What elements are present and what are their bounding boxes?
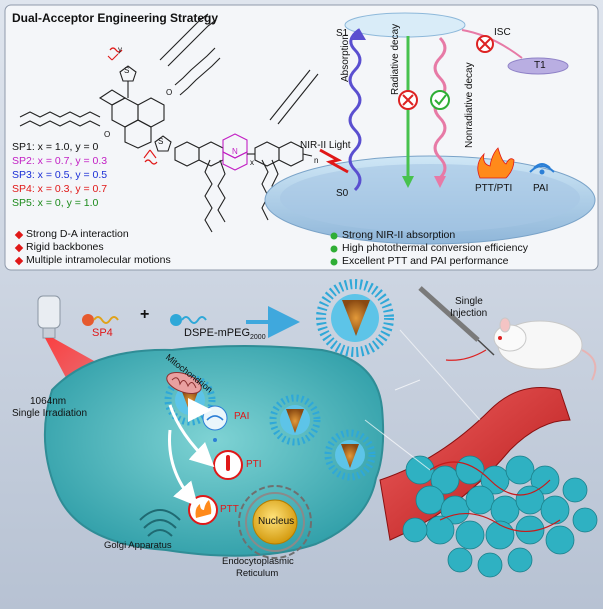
polymer-sp3: SP3: x = 0.5, y = 0.5 bbox=[12, 169, 108, 181]
feature-left-2: Rigid backbones bbox=[26, 241, 104, 253]
ptt-pti-label: PTT/PTI bbox=[475, 183, 513, 194]
injection-label: Injection bbox=[450, 308, 488, 319]
state-s1: S1 bbox=[336, 28, 349, 39]
er-label-1: Endocytoplasmic bbox=[222, 556, 294, 567]
peg-name: DSPE-mPEG bbox=[184, 327, 251, 339]
state-s0: S0 bbox=[336, 188, 349, 199]
ptt-cell-label: PTT bbox=[220, 504, 239, 515]
nanoparticle-large bbox=[316, 279, 394, 357]
polymer-sp1: SP1: x = 1.0, y = 0 bbox=[12, 141, 99, 153]
feature-left-1: Strong D-A interaction bbox=[26, 228, 129, 240]
sp4-label: SP4 bbox=[92, 327, 113, 339]
er-label-2: Reticulum bbox=[236, 568, 279, 579]
nanoparticle-cell-2 bbox=[269, 394, 321, 446]
atom-n: N bbox=[232, 147, 238, 156]
pai-label: PAI bbox=[533, 183, 549, 194]
radiative-label: Radiative decay bbox=[390, 23, 401, 95]
tumor-cluster bbox=[402, 455, 598, 578]
polymer-structure bbox=[19, 13, 319, 233]
peg-subscript: 2000 bbox=[250, 334, 266, 342]
irradiation-wavelength: 1064nm bbox=[30, 396, 67, 407]
state-t1: T1 bbox=[534, 60, 546, 71]
pti-cell-label: PTI bbox=[246, 459, 262, 470]
panel-title: Dual-Acceptor Engineering Strategy bbox=[12, 11, 219, 25]
pai-cell-label: PAI bbox=[234, 411, 250, 422]
atom-o-1: O bbox=[104, 130, 111, 139]
polymer-sp4: SP4: x = 0.3, y = 0.7 bbox=[12, 183, 108, 195]
nir-light-label: NIR-II Light bbox=[300, 140, 351, 151]
irradiation-mode: Single Irradiation bbox=[12, 408, 88, 419]
feature-right-1: Strong NIR-II absorption bbox=[342, 229, 456, 241]
polymer-sp5: SP5: x = 0, y = 1.0 bbox=[12, 197, 99, 209]
atom-s-1: S bbox=[124, 66, 130, 75]
nanoparticle-cell-3 bbox=[324, 429, 376, 481]
feature-right-2: High photothermal conversion efficiency bbox=[342, 242, 528, 254]
atom-s-2: S bbox=[158, 137, 164, 146]
nonradiative-label: Nonradiative decay bbox=[464, 62, 475, 148]
sub-n: n bbox=[314, 156, 319, 165]
absorption-label: Absorption bbox=[340, 34, 351, 82]
peg-label: DSPE-mPEG2000 bbox=[184, 327, 266, 341]
atom-o-2: O bbox=[166, 88, 173, 97]
plus-sign: + bbox=[140, 306, 150, 323]
sub-y: y bbox=[118, 45, 122, 54]
nucleus-label: Nucleus bbox=[258, 516, 295, 527]
isc-label: ISC bbox=[494, 27, 511, 38]
golgi-label: Golgi Apparatus bbox=[104, 540, 172, 551]
sub-x: x bbox=[250, 158, 254, 167]
polymer-sp2: SP2: x = 0.7, y = 0.3 bbox=[12, 155, 108, 167]
single-label: Single bbox=[455, 296, 483, 307]
feature-right-3: Excellent PTT and PAI performance bbox=[342, 255, 509, 267]
feature-left-3: Multiple intramolecular motions bbox=[26, 254, 171, 266]
